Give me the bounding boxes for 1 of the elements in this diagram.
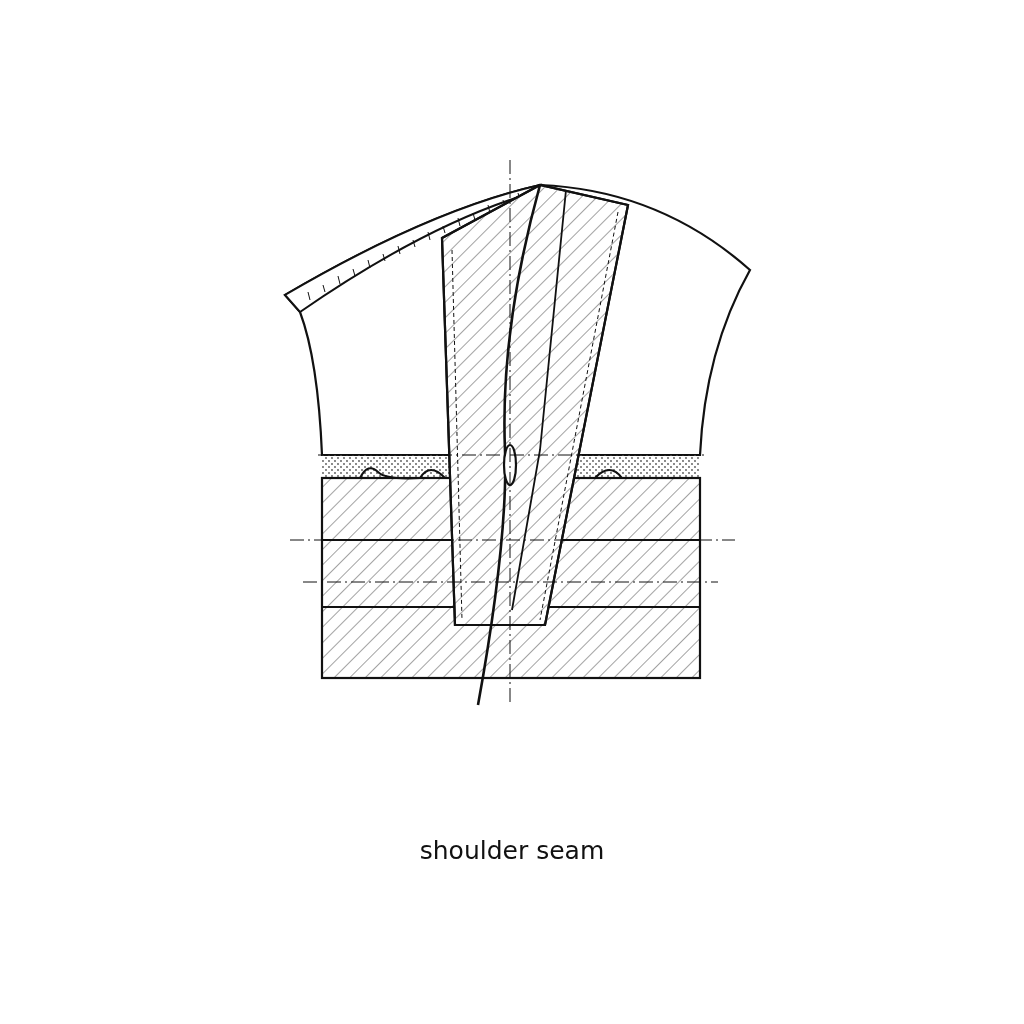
caption: shoulder seam <box>419 836 605 865</box>
